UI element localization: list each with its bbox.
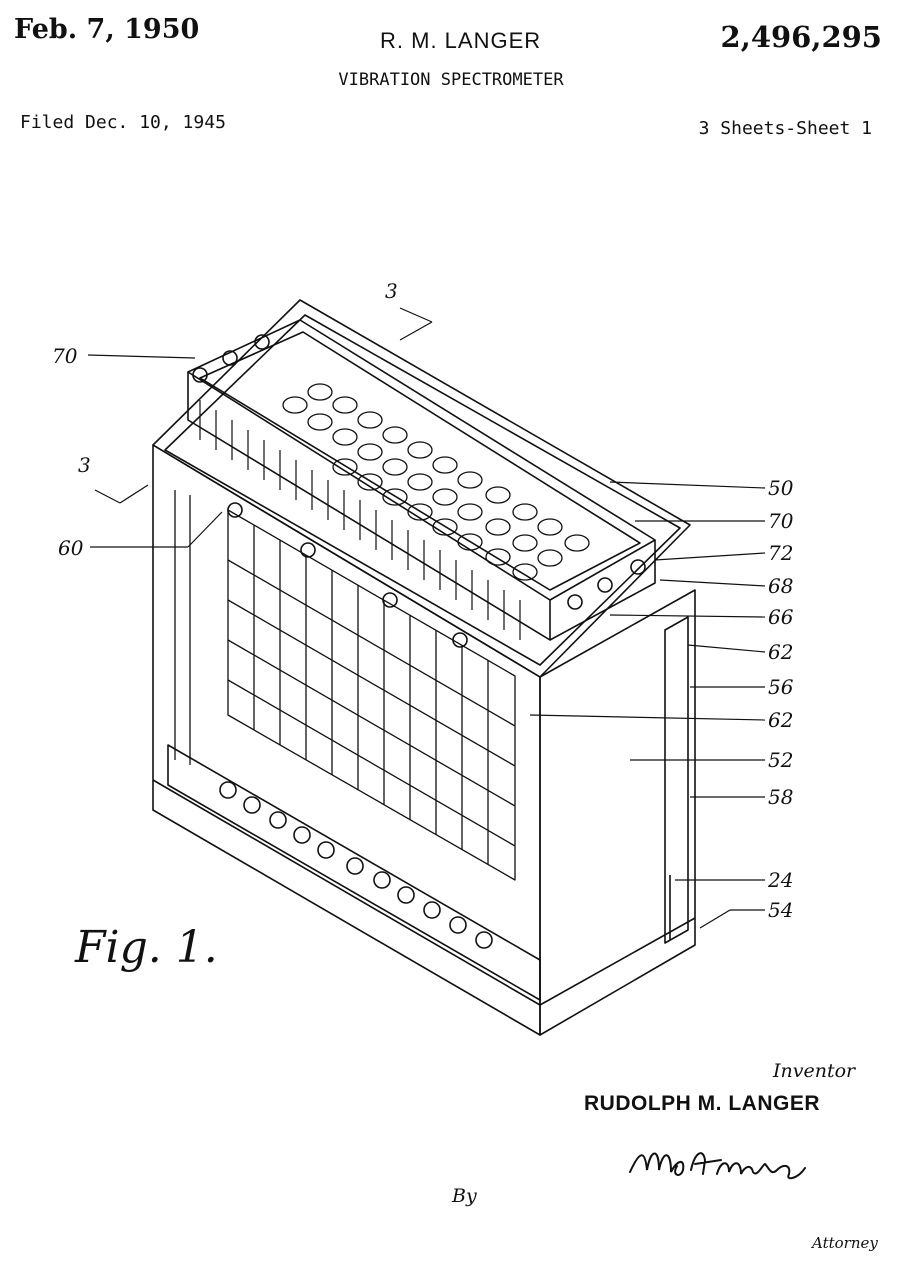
comb-dividers <box>199 400 521 640</box>
ref-numeral-66: 66 <box>768 605 794 629</box>
ref-numeral-52: 52 <box>768 748 793 772</box>
lead-lines <box>87 307 766 929</box>
section-mark-top: 3 <box>385 279 398 303</box>
ref-numeral-68: 68 <box>768 574 793 598</box>
ref-numeral-58: 58 <box>768 785 793 809</box>
front-window-grid <box>174 490 516 881</box>
ref-numeral-70-top: 70 <box>52 344 78 368</box>
inventor-name: RUDOLPH M. LANGER <box>584 1092 820 1115</box>
sheet-count: 3 Sheets-Sheet 1 <box>698 118 872 139</box>
resonator-tray <box>187 319 656 641</box>
patent-title: VIBRATION SPECTROMETER <box>338 70 564 90</box>
filed-date: Filed Dec. 10, 1945 <box>20 112 226 133</box>
ref-numeral-50: 50 <box>768 476 794 500</box>
ref-numeral-56: 56 <box>768 675 794 699</box>
patent-date: Feb. 7, 1950 <box>14 14 200 45</box>
ref-numeral-72: 72 <box>768 541 793 565</box>
ref-numeral-24: 24 <box>767 868 793 892</box>
attorney-signature <box>629 1152 806 1180</box>
front-casing <box>152 299 696 1036</box>
attorney-caption: Attorney <box>812 1234 878 1252</box>
dial-strip <box>167 744 541 1001</box>
ref-numeral-62-upper: 62 <box>768 640 793 664</box>
top-screws <box>192 334 646 610</box>
front-screws <box>227 502 468 648</box>
ref-numeral-60: 60 <box>58 536 84 560</box>
inventor-caption: Inventor <box>773 1060 856 1082</box>
ref-numeral-54: 54 <box>768 898 793 922</box>
resonator-cylinders <box>282 383 590 581</box>
inventor-header: R. M. LANGER <box>380 28 542 53</box>
ref-numeral-62-lower: 62 <box>768 708 793 732</box>
section-mark-left: 3 <box>78 453 91 477</box>
side-window <box>664 616 689 944</box>
by-caption: By <box>452 1185 477 1207</box>
figure-label: Fig. 1. <box>74 922 218 973</box>
ref-numeral-70-side: 70 <box>768 509 794 533</box>
patent-number: 2,496,295 <box>720 20 882 54</box>
